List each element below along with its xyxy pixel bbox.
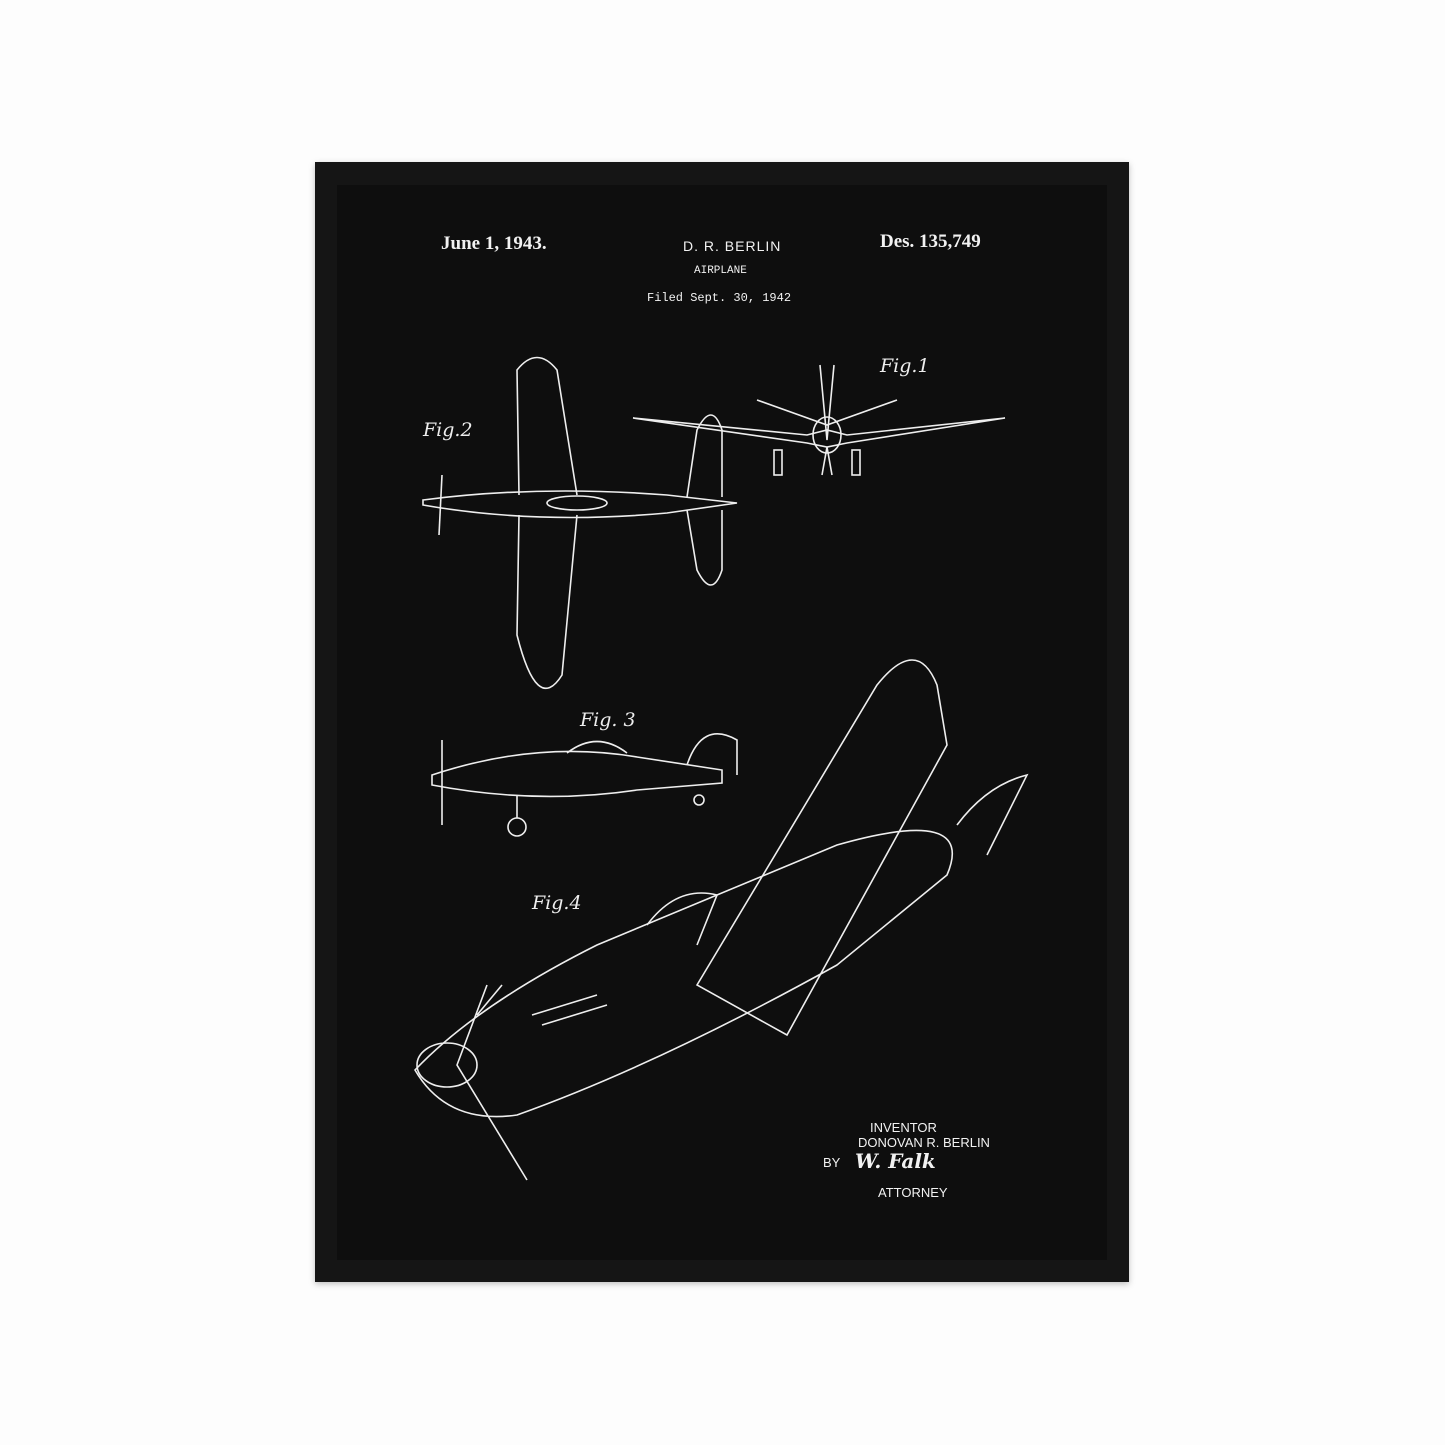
fig-4-label: Fig.4	[532, 892, 582, 914]
inventor-short: D. R. BERLIN	[683, 238, 782, 254]
fig-3-label: Fig. 3	[580, 709, 636, 731]
picture-frame: June 1, 1943. D. R. BERLIN AIRPLANE File…	[315, 162, 1129, 1282]
patent-number: Des. 135,749	[880, 231, 981, 252]
fig-2-top-view	[422, 356, 738, 690]
by-label: BY	[823, 1155, 841, 1170]
airplane-drawings	[414, 356, 1029, 1181]
fig-1-front-view	[632, 364, 1006, 476]
inventor-label: INVENTOR	[870, 1120, 937, 1135]
fig-1-label: Fig.1	[880, 355, 930, 377]
filed-date: Filed Sept. 30, 1942	[647, 291, 792, 305]
fig-3-side-view	[431, 733, 738, 837]
patent-date: June 1, 1943.	[441, 233, 547, 254]
patent-title: AIRPLANE	[694, 265, 747, 277]
attorney-signature: W. Falk	[855, 1149, 936, 1173]
attorney-label: ATTORNEY	[878, 1185, 948, 1200]
inventor-name: DONOVAN R. BERLIN	[858, 1135, 990, 1150]
patent-poster: June 1, 1943. D. R. BERLIN AIRPLANE File…	[337, 185, 1107, 1260]
fig-4-perspective-view	[414, 659, 1029, 1181]
fig-2-label: Fig.2	[423, 419, 473, 441]
